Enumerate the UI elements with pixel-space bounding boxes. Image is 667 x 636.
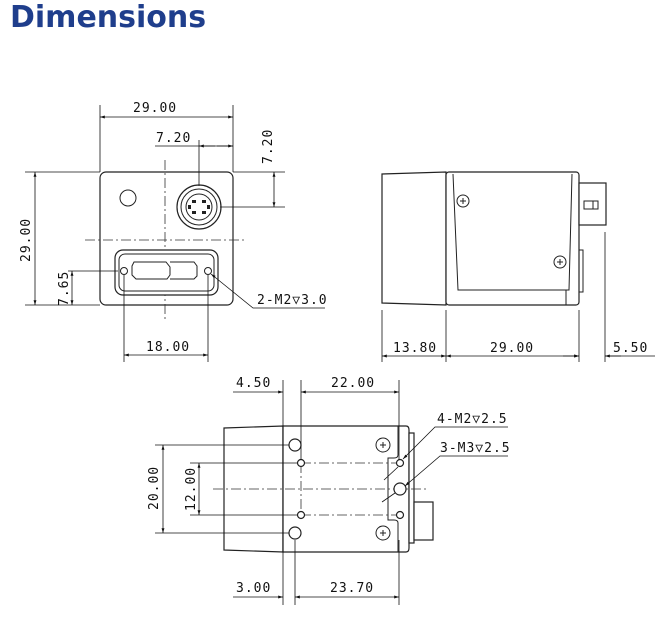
indicator-hole bbox=[119, 189, 137, 207]
side-view: 13.80 29.00 5.50 bbox=[381, 171, 655, 362]
note-usb-screws: 2-M2▽3.0 bbox=[257, 293, 328, 308]
dim-offset-top: 4.50 bbox=[236, 376, 271, 391]
note-m2-holes: 4-M2▽2.5 bbox=[437, 412, 508, 427]
dim-usb-screw-height: 7.65 bbox=[57, 271, 72, 306]
dim-front-height: 29.00 bbox=[19, 218, 34, 262]
dim-lens-length: 13.80 bbox=[393, 341, 437, 356]
dim-inner-holes: 12.00 bbox=[184, 467, 199, 511]
dim-spacing-top: 22.00 bbox=[331, 376, 375, 391]
dim-connector-x: 7.20 bbox=[156, 131, 191, 146]
screw-icon bbox=[375, 525, 391, 541]
dim-connector-length: 5.50 bbox=[613, 341, 648, 356]
front-view: 29.00 7.20 7.20 29.00 7.65 18.00 2-M2▽3.… bbox=[19, 101, 328, 362]
lens-mount bbox=[381, 171, 447, 306]
dim-body-length: 29.00 bbox=[490, 341, 534, 356]
dim-usb-screw-spacing: 18.00 bbox=[146, 340, 190, 355]
page-title: Dimensions bbox=[10, 0, 207, 35]
dim-connector-y: 7.20 bbox=[261, 129, 276, 164]
screw-icon bbox=[375, 437, 391, 453]
usb-port bbox=[114, 249, 219, 296]
io-connector bbox=[176, 184, 222, 230]
dim-spacing-bottom: 23.70 bbox=[330, 581, 374, 596]
dim-outer-holes: 20.00 bbox=[147, 466, 162, 510]
screw-icon bbox=[553, 255, 567, 269]
screw-icon bbox=[456, 194, 470, 208]
note-m3-holes: 3-M3▽2.5 bbox=[440, 441, 511, 456]
dim-front-width: 29.00 bbox=[133, 101, 177, 116]
dim-offset-bottom: 3.00 bbox=[236, 581, 271, 596]
bottom-view: 4.50 22.00 3.00 23.70 20.00 12.00 4-M2▽2… bbox=[147, 376, 511, 605]
